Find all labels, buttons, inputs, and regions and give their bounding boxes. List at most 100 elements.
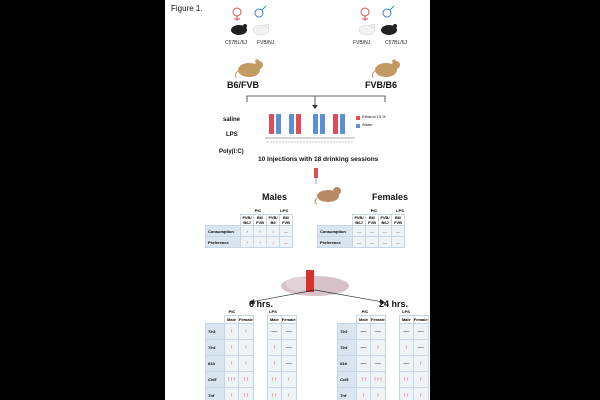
figure-label: Figure 1. — [171, 4, 203, 13]
males-col-2: B6/ FVB — [253, 214, 267, 226]
t24-col-4: Female — [412, 315, 429, 324]
t24-cell: ↑ — [370, 339, 386, 356]
t24-cell: ↑ — [356, 387, 371, 400]
females-cell: — — [378, 236, 392, 248]
t6-cell: ↑ — [224, 339, 239, 356]
females-cell: — — [365, 236, 379, 248]
t6-cell: — — [280, 339, 297, 356]
time-6h-table: Male Female Male Female Tlr3 ↑ ↑ — — Tlr… — [205, 315, 297, 400]
treatment-polyic: Poly(I:C) — [219, 149, 244, 155]
treatment-lps: LPS — [226, 132, 238, 138]
t6-cell: — — [280, 355, 297, 372]
t6-cell: ↑ — [266, 339, 282, 356]
males-row-label: Preference — [205, 236, 241, 248]
t6-cell: — — [280, 323, 297, 340]
legend-water-swatch — [356, 124, 360, 128]
t6-col-3: Male — [266, 315, 282, 324]
cross-mouse-right-icon — [371, 59, 400, 79]
t6-row-label: Ccl5 — [205, 371, 225, 388]
t24-cell: — — [356, 339, 371, 356]
females-group-pic: PIC — [370, 208, 378, 213]
females-cell: — — [391, 225, 405, 237]
treatment-saline: saline — [223, 117, 241, 123]
t24-col-3: Male — [398, 315, 414, 324]
cross-mouse-left-icon — [234, 59, 263, 79]
t6-cell: ↑ — [280, 371, 297, 388]
males-group-lps: LPS — [280, 208, 288, 213]
t24-cell: — — [370, 355, 386, 372]
females-col-4: B6/ FVB — [391, 214, 405, 226]
t24-cell: ↑↑ — [398, 371, 414, 388]
t6-cell: ↑ — [224, 387, 239, 400]
t6-group-pic: PIC — [228, 309, 236, 314]
females-cell: — — [352, 236, 366, 248]
t6-cell: ↑ — [224, 323, 239, 340]
parent-left-b-label: FVB/NJ — [257, 40, 275, 46]
legend-ethanol-swatch — [356, 116, 360, 120]
t24-row-label: Tlr3 — [337, 323, 357, 340]
t24-group-pic: PIC — [361, 309, 369, 314]
females-cell: — — [352, 225, 366, 237]
males-cell: ↑ — [253, 225, 267, 237]
t24-cell: — — [412, 323, 429, 340]
females-col-3: FVB/ B6J — [378, 214, 392, 226]
males-col-3: FVB/ B6 — [266, 214, 280, 226]
t6-cell: ↑↑ — [266, 371, 282, 388]
t24-cell: ↑ — [412, 371, 429, 388]
merge-bracket — [246, 95, 386, 109]
t6-group-lps: LPS — [269, 309, 277, 314]
t6-cell: ↑ — [238, 323, 254, 340]
t24-cell: ↑ — [412, 355, 429, 372]
t24-cell: ↑ — [370, 387, 386, 400]
females-col-2: B6/ FVB — [365, 214, 379, 226]
females-group-lps: LPS — [396, 208, 404, 213]
legend-water: Water — [362, 122, 373, 127]
cross-right-label: FVB/B6 — [365, 80, 398, 90]
t6-cell: ↑↑ — [266, 387, 282, 400]
t6-cell: ↑ — [266, 355, 282, 372]
t24-col-2: Female — [370, 315, 386, 324]
drinking-tubes-diagram — [265, 114, 355, 143]
t6-cell: ↑ — [238, 355, 254, 372]
t24-cell: — — [356, 323, 371, 340]
females-title: Females — [372, 192, 409, 202]
parent-mice-right — [358, 5, 397, 36]
males-cell: ↑ — [240, 236, 254, 248]
t24-row-label: Ccl5 — [337, 371, 357, 388]
females-row-label: Preference — [317, 236, 353, 248]
t6-row-label: Tlr4 — [205, 339, 225, 356]
t6-cell: ↑↑↑ — [224, 371, 239, 388]
males-cell: — — [279, 225, 293, 237]
males-cell: ↓ — [266, 225, 280, 237]
females-table: FVB/ B6J B6/ FVB FVB/ B6J B6/ FVB Consum… — [317, 214, 405, 248]
t24-col-1: Male — [356, 315, 371, 324]
t24-cell: — — [356, 355, 371, 372]
females-row-label: Consumption — [317, 225, 353, 237]
t6-cell: ↑ — [280, 387, 297, 400]
t6-col-4: Female — [280, 315, 297, 324]
t6-col-1: Male — [224, 315, 239, 324]
females-cell: — — [391, 236, 405, 248]
t24-row-label: Tnf — [337, 387, 357, 400]
t24-cell: ↑ — [412, 387, 429, 400]
t6-cell: ↑ — [238, 339, 254, 356]
legend-ethanol: Ethanol 15 % — [362, 114, 386, 119]
t24-cell: — — [370, 323, 386, 340]
males-cell: ↑ — [240, 225, 254, 237]
females-col-1: FVB/ B6J — [352, 214, 366, 226]
time-24h-table: Male Female Male Female Tlr3 — — — — Tlr… — [337, 315, 429, 400]
males-group-pic: PIC — [254, 208, 262, 213]
t24-cell: ↑ — [398, 339, 414, 356]
time-6h-title: 6 hrs. — [249, 299, 274, 309]
parent-left-a-label: C57BL/6J — [225, 40, 247, 46]
split-arrows — [249, 289, 386, 304]
t6-row-label: Il1b — [205, 355, 225, 372]
males-cell: — — [279, 236, 293, 248]
t24-cell: ↑↑↑ — [370, 371, 386, 388]
t6-cell: ↑↑ — [238, 371, 254, 388]
females-cell: — — [365, 225, 379, 237]
t24-cell: — — [412, 339, 429, 356]
t24-cell: ↑↑ — [398, 387, 414, 400]
males-cell: ↓ — [266, 236, 280, 248]
males-title: Males — [262, 192, 288, 202]
